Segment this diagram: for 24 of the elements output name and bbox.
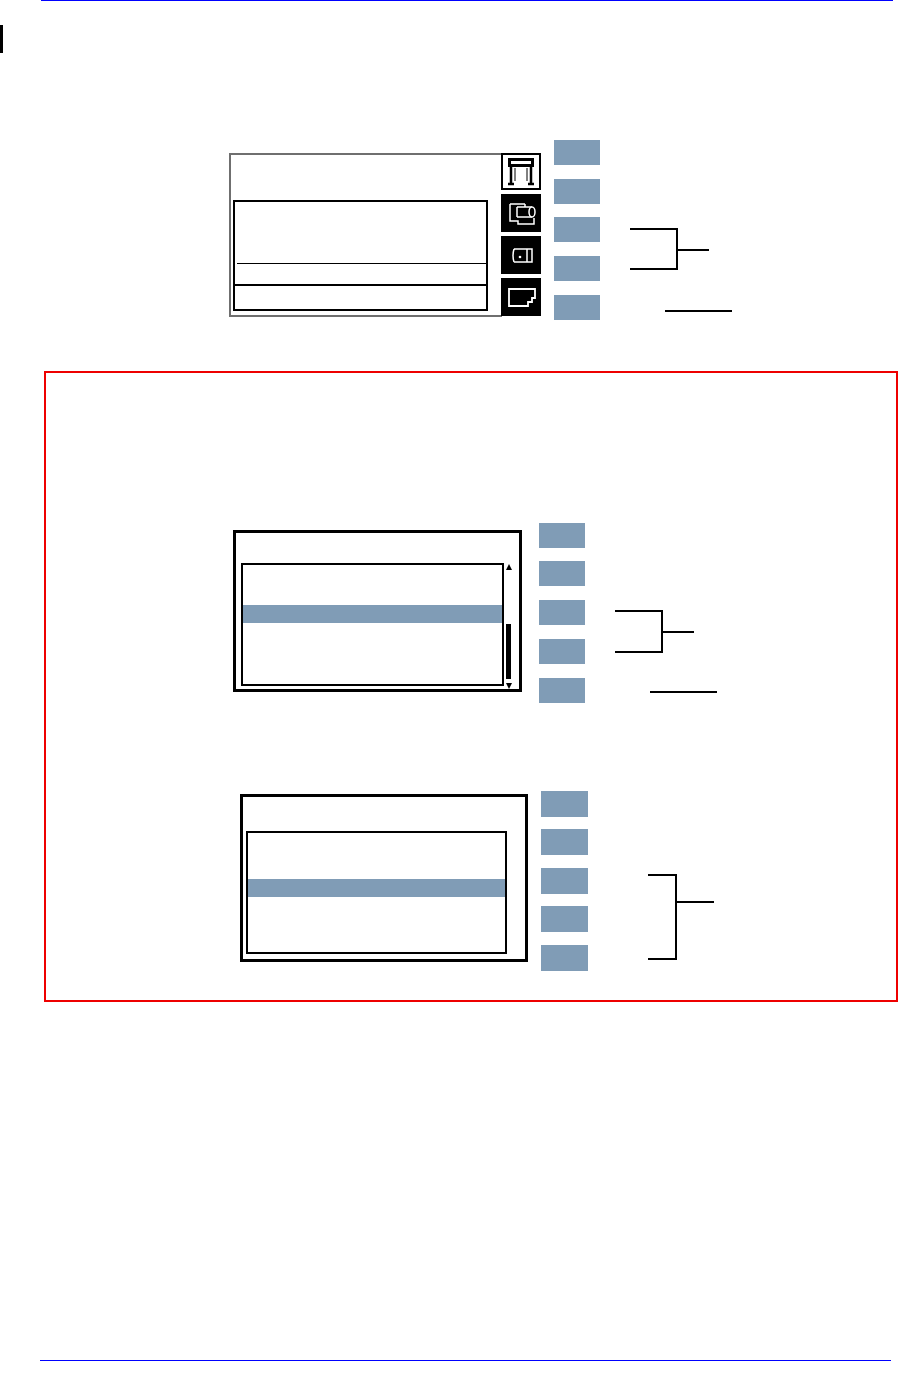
display-screen xyxy=(233,530,522,692)
highlight-bar xyxy=(248,879,505,897)
key-button xyxy=(539,639,585,664)
key-button xyxy=(541,868,588,894)
key-button xyxy=(554,295,600,320)
display-screen xyxy=(240,794,528,962)
key-button xyxy=(541,829,588,855)
key-button xyxy=(539,561,585,586)
key-button xyxy=(541,906,588,932)
key-button xyxy=(541,945,588,971)
list-box xyxy=(246,831,507,954)
key-button xyxy=(541,791,588,817)
highlight-bar xyxy=(243,605,502,623)
display-screen xyxy=(229,153,502,317)
key-button xyxy=(539,678,585,703)
key-button xyxy=(554,256,600,281)
key-button xyxy=(554,140,600,165)
key-button xyxy=(554,179,600,204)
key-button xyxy=(554,217,600,242)
highlight-frame xyxy=(44,371,898,1002)
display-panel xyxy=(233,200,488,311)
key-button xyxy=(539,523,585,548)
key-button xyxy=(539,600,585,625)
list-box xyxy=(241,563,504,686)
